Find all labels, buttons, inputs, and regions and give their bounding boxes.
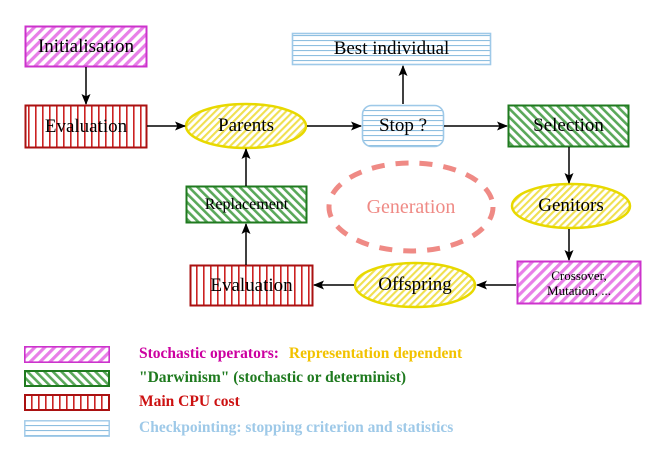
node-genitors[interactable] (510, 182, 632, 230)
legend-row-main-cpu-cost: Main CPU cost (24, 390, 240, 414)
node-selection[interactable] (507, 104, 630, 148)
node-evaluation-top[interactable] (24, 104, 148, 149)
node-replacement[interactable] (185, 185, 308, 224)
legend-label-representation-dependent: Representation dependent (288, 345, 463, 362)
node-stop[interactable] (361, 104, 445, 148)
legend-swatch-magenta-hatch (24, 345, 111, 363)
legend-swatch-blue-horizontal (24, 419, 110, 437)
legend: Stochastic operators: Representation dep… (0, 336, 662, 456)
legend-row-stochastic-operators: Stochastic operators: Representation dep… (24, 342, 462, 366)
node-generation (326, 160, 496, 254)
legend-row-darwinism: "Darwinism" (stochastic or determinist) (24, 366, 406, 390)
legend-label-stochastic-operators: Stochastic operators: (139, 345, 279, 362)
legend-label-main-cpu-cost: Main CPU cost (139, 393, 240, 410)
node-initialisation[interactable] (24, 25, 148, 68)
legend-label-darwinism: "Darwinism" (stochastic or determinist) (139, 369, 407, 386)
legend-label-checkpointing: Checkpointing: stopping criterion and st… (139, 419, 454, 436)
node-best-individual[interactable] (291, 32, 492, 66)
legend-swatch-red-vertical (24, 393, 110, 411)
node-evaluation-bottom[interactable] (189, 264, 314, 307)
node-parents[interactable] (184, 102, 308, 150)
legend-row-checkpointing: Checkpointing: stopping criterion and st… (24, 416, 453, 440)
node-offspring[interactable] (353, 261, 477, 309)
node-crossover-mutation[interactable] (516, 260, 642, 305)
legend-swatch-green-hatch (24, 369, 110, 387)
